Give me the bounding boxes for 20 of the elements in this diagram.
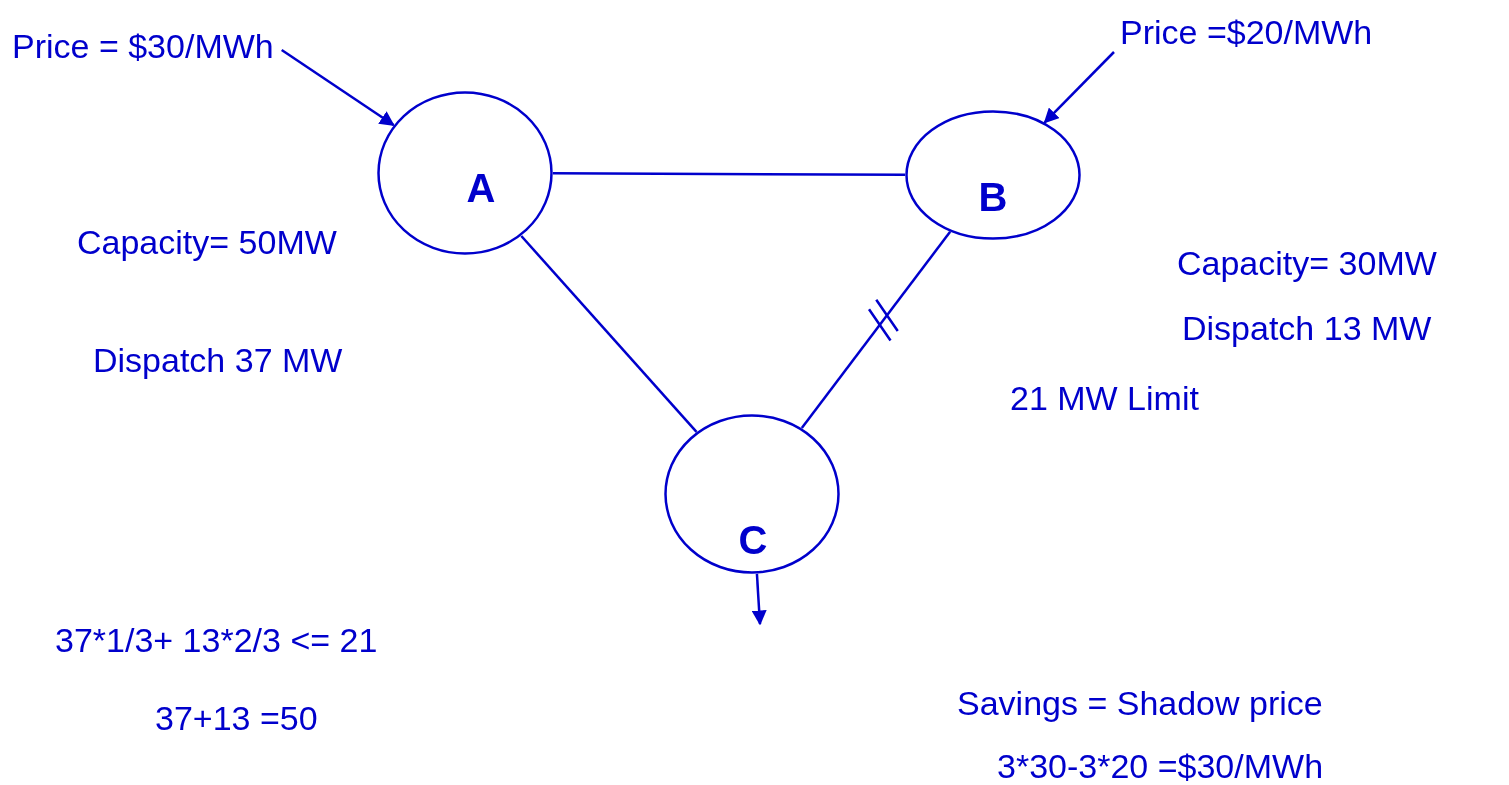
line: [520, 235, 698, 433]
note-text: Capacity= 50MW: [77, 222, 337, 262]
note-text: 37+13 =50: [155, 698, 318, 738]
note-text: Dispatch 13 MW: [1182, 308, 1432, 348]
note-text: Dispatch 37 MW: [93, 340, 343, 380]
note-text: 37*1/3+ 13*2/3 <= 21: [55, 620, 378, 660]
node-label: B: [978, 175, 1008, 219]
note-text: Capacity= 30MW: [1177, 243, 1437, 283]
node-label: C: [738, 518, 768, 562]
note-text: 3*30-3*20 =$30/MWh: [997, 746, 1324, 785]
note-text: 21 MW Limit: [1010, 378, 1199, 418]
arrow: [1043, 51, 1115, 124]
arrow: [281, 48, 395, 127]
price-label: Price =$20/MWh: [1120, 12, 1373, 52]
price-label: Price = $30/MWh: [12, 26, 274, 66]
arrow: [751, 573, 767, 626]
note-text: Savings = Shadow price: [957, 683, 1323, 723]
line: [553, 172, 905, 176]
line: [800, 231, 952, 429]
node-label: A: [466, 166, 496, 210]
